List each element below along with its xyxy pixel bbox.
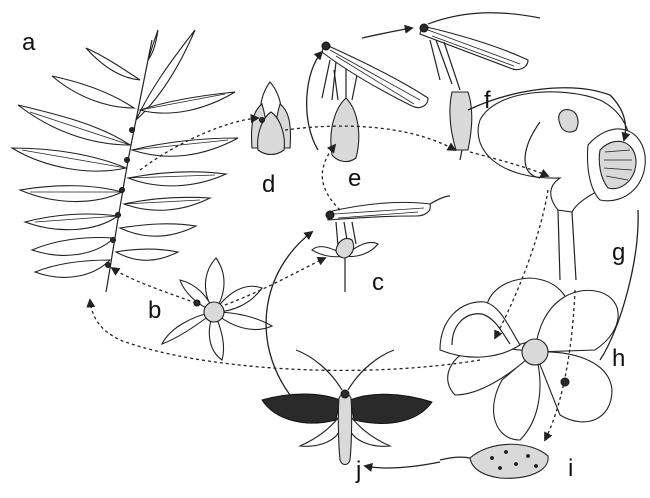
- label-c: c: [372, 269, 384, 296]
- leafy-branch-illustration: [12, 30, 238, 292]
- adult-moth-illustration: [262, 350, 432, 465]
- label-f: f: [484, 87, 491, 114]
- open-flower-illustration: [162, 258, 272, 360]
- label-e: e: [348, 165, 361, 192]
- larva-illustration: [440, 444, 548, 478]
- moth-on-flower-illustration-e: [322, 42, 428, 162]
- flower-bud-illustration: [251, 82, 290, 155]
- label-g: g: [612, 239, 625, 266]
- label-j: j: [355, 457, 361, 484]
- label-d: d: [262, 171, 275, 198]
- label-i: i: [568, 455, 573, 482]
- label-a: a: [22, 29, 36, 56]
- label-h: h: [612, 345, 625, 372]
- open-fruit-illustration: [440, 278, 618, 440]
- label-b: b: [148, 297, 161, 324]
